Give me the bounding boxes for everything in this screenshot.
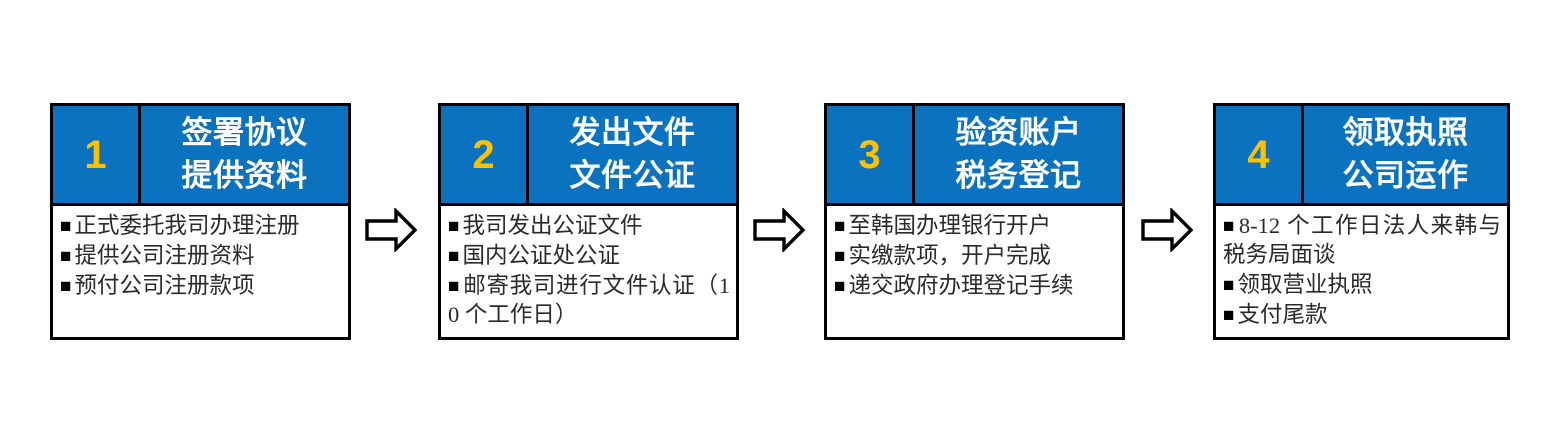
bullet-square-icon: ■	[1223, 275, 1235, 297]
step-4-title-line-2: 公司运作	[1342, 157, 1469, 193]
process-step-1: 1 签署协议 提供资料 ■正式委托我司办理注册 ■提供公司注册资料 ■预付公司注…	[50, 103, 351, 340]
step-1-body: ■正式委托我司办理注册 ■提供公司注册资料 ■预付公司注册款项	[53, 206, 348, 337]
step-4-bullet-2: ■领取营业执照	[1223, 270, 1501, 299]
step-2-title-line-2: 文件公证	[569, 157, 696, 193]
step-2-bullet-1-text: 我司发出公证文件	[462, 213, 643, 238]
step-4-number: 4	[1247, 132, 1270, 177]
step-2-header: 2 发出文件 文件公证	[441, 106, 736, 206]
step-2-title-cell: 发出文件 文件公证	[529, 106, 736, 203]
step-2-number: 2	[472, 132, 495, 177]
step-4-bullet-3: ■支付尾款	[1223, 300, 1501, 329]
process-step-4: 4 领取执照 公司运作 ■8-12 个工作日法人来韩与税务局面谈 ■领取营业执照…	[1213, 103, 1510, 340]
step-3-bullet-3: ■递交政府办理登记手续	[834, 271, 1116, 300]
step-4-title-cell: 领取执照 公司运作	[1304, 106, 1507, 203]
step-3-bullet-2: ■实缴款项，开户完成	[834, 241, 1116, 270]
bullet-square-icon: ■	[834, 276, 846, 298]
step-3-bullet-3-text: 递交政府办理登记手续	[848, 273, 1074, 299]
step-1-title-cell: 签署协议 提供资料	[141, 106, 348, 203]
bullet-square-icon: ■	[448, 246, 460, 268]
step-1-bullet-3-text: 预付公司注册款项	[74, 273, 255, 299]
step-4-title-line-1: 领取执照	[1342, 114, 1469, 150]
right-arrow-icon-1	[365, 208, 417, 252]
step-1-bullet-3: ■预付公司注册款项	[60, 271, 342, 300]
step-2-bullet-3-text: 邮寄我司进行文件认证（10 个工作日）	[448, 273, 730, 328]
step-3-number: 3	[858, 132, 881, 177]
step-4-body: ■8-12 个工作日法人来韩与税务局面谈 ■领取营业执照 ■支付尾款	[1216, 206, 1507, 337]
step-3-body: ■至韩国办理银行开户 ■实缴款项，开户完成 ■递交政府办理登记手续	[827, 206, 1122, 337]
bullet-square-icon: ■	[1223, 305, 1235, 327]
right-arrow-icon-2	[753, 208, 805, 252]
process-step-3: 3 验资账户 税务登记 ■至韩国办理银行开户 ■实缴款项，开户完成 ■递交政府办…	[824, 103, 1125, 340]
step-3-title-line-2: 税务登记	[955, 157, 1082, 193]
step-3-title-cell: 验资账户 税务登记	[915, 106, 1122, 203]
bullet-square-icon: ■	[60, 276, 72, 298]
process-step-2: 2 发出文件 文件公证 ■我司发出公证文件 ■国内公证处公证 ■邮寄我司进行文件…	[438, 103, 739, 340]
step-4-bullet-2-text: 领取营业执照	[1237, 272, 1373, 298]
step-2-bullet-2-text: 国内公证处公证	[462, 243, 620, 269]
bullet-square-icon: ■	[834, 246, 846, 268]
step-4-bullet-3-text: 支付尾款	[1237, 302, 1328, 328]
step-2-title-line-1: 发出文件	[569, 114, 696, 150]
bullet-square-icon: ■	[60, 246, 72, 268]
step-1-title-line-1: 签署协议	[181, 114, 308, 150]
bullet-square-icon: ■	[1223, 216, 1236, 237]
bullet-square-icon: ■	[834, 216, 846, 237]
step-3-bullet-2-text: 实缴款项，开户完成	[848, 243, 1051, 269]
step-4-bullet-1: ■8-12 个工作日法人来韩与税务局面谈	[1223, 211, 1501, 269]
step-4-number-cell: 4	[1216, 106, 1304, 203]
step-4-header: 4 领取执照 公司运作	[1216, 106, 1507, 206]
bullet-square-icon: ■	[448, 216, 460, 237]
step-3-number-cell: 3	[827, 106, 915, 203]
step-2-bullet-2: ■国内公证处公证	[448, 241, 730, 270]
bullet-square-icon: ■	[448, 276, 461, 298]
step-1-bullet-2: ■提供公司注册资料	[60, 241, 342, 270]
bullet-square-icon: ■	[60, 216, 72, 237]
step-2-bullet-1: ■我司发出公证文件	[448, 211, 730, 240]
right-arrow-icon-3	[1141, 208, 1193, 252]
step-1-number: 1	[84, 132, 107, 177]
step-3-title-line-1: 验资账户	[955, 114, 1082, 150]
step-1-number-cell: 1	[53, 106, 141, 203]
step-3-header: 3 验资账户 税务登记	[827, 106, 1122, 206]
step-4-bullet-1-text: 8-12 个工作日法人来韩与税务局面谈	[1223, 213, 1501, 268]
step-3-bullet-1: ■至韩国办理银行开户	[834, 211, 1116, 240]
step-1-bullet-2-text: 提供公司注册资料	[74, 243, 255, 269]
step-2-number-cell: 2	[441, 106, 529, 203]
step-1-bullet-1: ■正式委托我司办理注册	[60, 211, 342, 240]
step-1-header: 1 签署协议 提供资料	[53, 106, 348, 206]
step-2-body: ■我司发出公证文件 ■国内公证处公证 ■邮寄我司进行文件认证（10 个工作日）	[441, 206, 736, 337]
step-2-bullet-3: ■邮寄我司进行文件认证（10 个工作日）	[448, 271, 730, 329]
step-1-title-line-2: 提供资料	[181, 157, 308, 193]
step-1-bullet-1-text: 正式委托我司办理注册	[74, 213, 300, 238]
step-3-bullet-1-text: 至韩国办理银行开户	[848, 213, 1051, 238]
